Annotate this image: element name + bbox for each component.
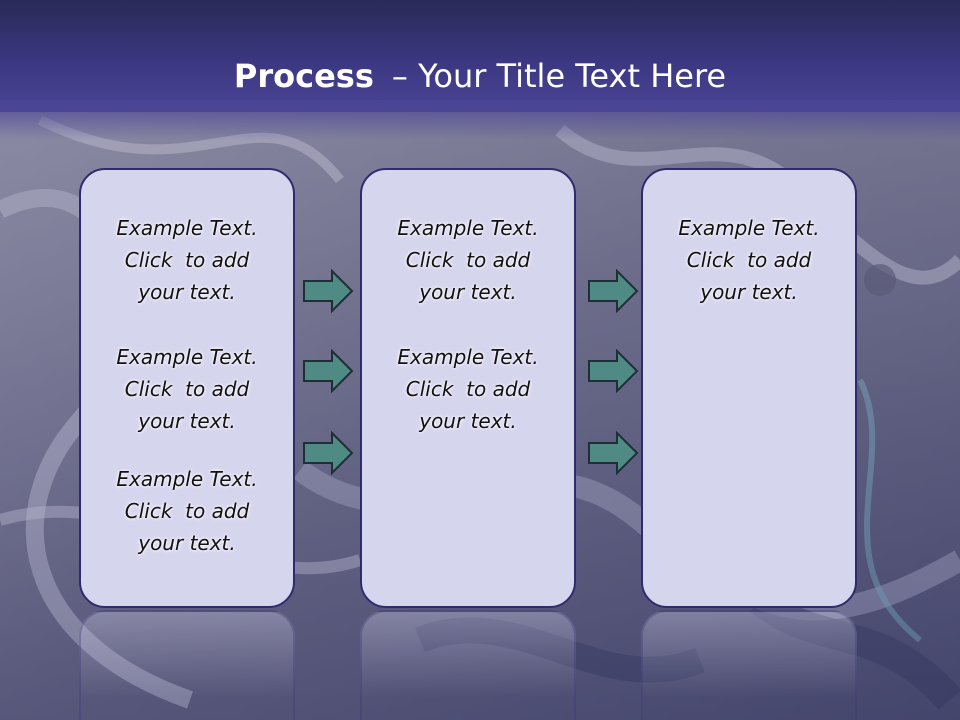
- text-line: Click to add: [124, 377, 250, 401]
- right-arrow-icon: [303, 349, 354, 393]
- text-block[interactable]: Example Text. Click to add your text.: [81, 212, 293, 308]
- text-line: Click to add: [124, 499, 250, 523]
- process-panel-2[interactable]: Example Text. Click to add your text. Ex…: [360, 168, 576, 608]
- right-arrow-icon: [588, 349, 639, 393]
- text-block[interactable]: Example Text. Click to add your text.: [81, 463, 293, 559]
- title-band-fade: [0, 100, 960, 140]
- right-arrow-icon: [588, 269, 639, 313]
- panel-reflection-2: [360, 610, 576, 720]
- right-arrow-icon: [588, 431, 639, 475]
- text-line: your text.: [419, 280, 517, 304]
- text-line: your text.: [138, 280, 236, 304]
- text-line: Example Text.: [116, 467, 258, 491]
- text-line: Click to add: [405, 377, 531, 401]
- text-block[interactable]: Example Text. Click to add your text.: [362, 341, 574, 437]
- text-line: Click to add: [124, 248, 250, 272]
- text-line: your text.: [138, 409, 236, 433]
- panel-reflection-1: [79, 610, 295, 720]
- process-panel-1[interactable]: Example Text. Click to add your text. Ex…: [79, 168, 295, 608]
- text-line: Example Text.: [678, 216, 820, 240]
- text-line: Example Text.: [116, 345, 258, 369]
- panel-reflection-3: [641, 610, 857, 720]
- text-line: Click to add: [405, 248, 531, 272]
- text-line: your text.: [419, 409, 517, 433]
- title-bold-text: Process: [233, 57, 374, 95]
- text-line: Example Text.: [397, 345, 539, 369]
- text-line: Example Text.: [116, 216, 258, 240]
- right-arrow-icon: [303, 269, 354, 313]
- text-line: your text.: [138, 531, 236, 555]
- right-arrow-icon: [303, 431, 354, 475]
- text-line: your text.: [700, 280, 798, 304]
- text-block[interactable]: Example Text. Click to add your text.: [362, 212, 574, 308]
- text-line: Click to add: [686, 248, 812, 272]
- process-panel-3[interactable]: Example Text. Click to add your text.: [641, 168, 857, 608]
- text-block[interactable]: Example Text. Click to add your text.: [643, 212, 855, 308]
- slide-title[interactable]: Process – Your Title Text Here: [0, 54, 960, 98]
- text-block[interactable]: Example Text. Click to add your text.: [81, 341, 293, 437]
- title-rest-text: – Your Title Text Here: [391, 57, 727, 95]
- text-line: Example Text.: [397, 216, 539, 240]
- title-band: [0, 0, 960, 112]
